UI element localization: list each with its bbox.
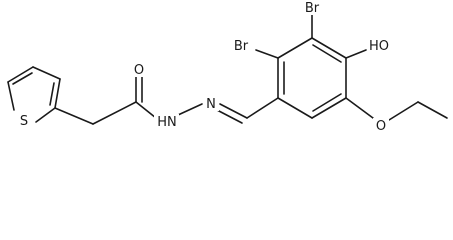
structure-canvas: S O HN N Br Br HO O (7, 0, 448, 134)
bond-ring-c6-c1 (277, 97, 313, 119)
bond-s-c5 (7, 81, 15, 111)
bond-ring-c5-c6 (311, 97, 347, 119)
bond-ch2-ch3 (417, 101, 448, 119)
bond-n-ch-double (216, 109, 243, 124)
bond-ring-c2-c3 (277, 37, 313, 59)
bond-c2-ch2 (54, 107, 94, 125)
bond-ring-c3-c4 (311, 37, 347, 59)
bond-c4-oh (345, 49, 367, 59)
atom-labels: S O HN N Br Br HO O (17, 0, 391, 134)
benzene-ring (277, 37, 347, 119)
hydrazone-chain (54, 75, 279, 125)
bond-c3-c2 (54, 78, 61, 109)
bond-n-ch (219, 103, 248, 119)
bond-c3-c2-double (49, 82, 55, 106)
bromine-3-label: Br (305, 1, 320, 16)
bond-c5-c4 (7, 66, 34, 83)
bond-o-ch2 (388, 101, 419, 121)
bond-ring-c5-c6-double (312, 93, 342, 112)
bond-ch-ring (246, 97, 279, 119)
hydroxyl-label: HO (369, 39, 389, 54)
substituents (255, 13, 448, 121)
bromine-2-label: Br (234, 39, 249, 54)
bond-ring-c3-c4-double (312, 44, 342, 63)
thiophene-ring (7, 66, 61, 123)
ether-oxygen-label: O (376, 119, 386, 134)
carbonyl-oxygen-label: O (134, 63, 144, 78)
imine-nitrogen-label: N (206, 97, 216, 112)
bond-co-nh (135, 101, 157, 119)
bond-c5-o (345, 97, 374, 119)
bond-c5-c4-double (12, 72, 33, 85)
molecule-drawing: S O HN N Br Br HO O (7, 0, 448, 134)
bond-ch2-co (92, 101, 137, 125)
bond-c4-c3 (32, 66, 61, 80)
bond-c2-br (255, 49, 279, 59)
sulfur-label: S (20, 114, 28, 129)
bond-nh-n (177, 103, 203, 116)
nh-label: HN (157, 115, 177, 130)
bond-c2-s (35, 107, 56, 123)
